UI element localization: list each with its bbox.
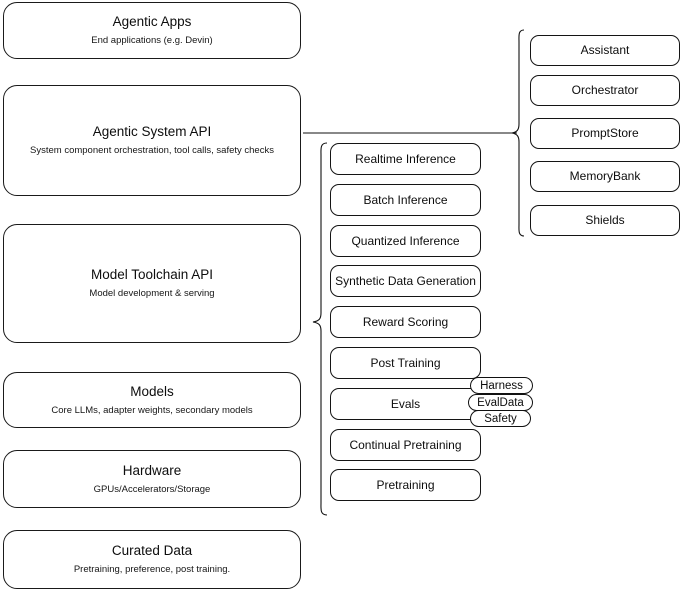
capability-label: Evals [390,396,421,411]
capability-synthetic-data-generation[interactable]: Synthetic Data Generation [330,265,481,297]
evals-badge-evaldata[interactable]: EvalData [468,394,533,411]
layer-hardware[interactable]: Hardware GPUs/Accelerators/Storage [3,450,301,508]
component-label: Assistant [580,43,630,57]
layer-models[interactable]: Models Core LLMs, adapter weights, secon… [3,372,301,428]
capability-continual-pretraining[interactable]: Continual Pretraining [330,429,481,461]
layer-title: Curated Data [111,543,193,558]
component-assistant[interactable]: Assistant [530,35,680,66]
layer-agentic-system-api[interactable]: Agentic System API System component orch… [3,85,301,196]
component-label: Shields [585,213,625,227]
component-orchestrator[interactable]: Orchestrator [530,75,680,106]
capability-label: Synthetic Data Generation [335,273,476,288]
layer-title: Agentic System API [92,124,212,139]
brace-middle [312,142,328,516]
evals-badge-safety[interactable]: Safety [470,410,531,427]
capability-label: Pretraining [376,477,435,492]
layer-subtitle: System component orchestration, tool cal… [30,145,274,156]
layer-subtitle: GPUs/Accelerators/Storage [93,483,211,495]
evals-badge-harness[interactable]: Harness [470,377,533,394]
component-shields[interactable]: Shields [530,205,680,236]
capability-pretraining[interactable]: Pretraining [330,469,481,501]
capability-batch-inference[interactable]: Batch Inference [330,184,481,216]
layer-agentic-apps[interactable]: Agentic Apps End applications (e.g. Devi… [3,2,301,59]
layer-title: Models [130,383,174,399]
capability-label: Realtime Inference [355,151,456,166]
layer-subtitle: Core LLMs, adapter weights, secondary mo… [51,404,253,416]
component-label: Orchestrator [571,83,639,97]
capability-post-training[interactable]: Post Training [330,347,481,379]
component-memorybank[interactable]: MemoryBank [530,161,680,192]
component-promptstore[interactable]: PromptStore [530,118,680,149]
capability-label: Batch Inference [363,192,448,207]
layer-title: Model Toolchain API [90,267,214,282]
component-label: MemoryBank [569,169,641,183]
capability-reward-scoring[interactable]: Reward Scoring [330,306,481,338]
layer-subtitle: Model development & serving [89,288,215,299]
brace-right [511,29,525,237]
capability-quantized-inference[interactable]: Quantized Inference [330,225,481,257]
capability-label: Continual Pretraining [349,437,462,452]
capability-label: Quantized Inference [351,233,460,248]
layer-model-toolchain-api[interactable]: Model Toolchain API Model development & … [3,224,301,343]
capability-evals[interactable]: Evals [330,388,481,420]
capability-label: Reward Scoring [362,314,449,329]
layer-title: Hardware [122,462,182,478]
layer-subtitle: End applications (e.g. Devin) [91,35,213,46]
layer-title: Agentic Apps [112,14,192,29]
capability-label: Post Training [370,355,441,370]
layer-subtitle: Pretraining, preference, post training. [73,564,231,575]
layer-curated-data[interactable]: Curated Data Pretraining, preference, po… [3,530,301,589]
component-label: PromptStore [571,126,639,140]
capability-realtime-inference[interactable]: Realtime Inference [330,143,481,175]
